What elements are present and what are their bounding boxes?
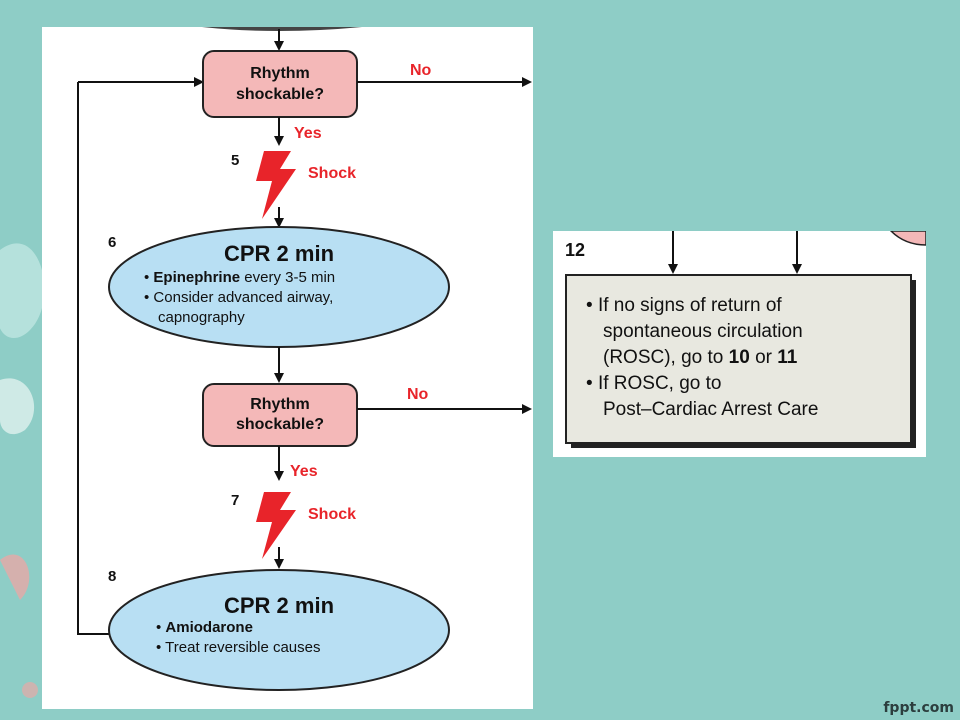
top-ellipse-fragment xyxy=(202,27,362,31)
step8-ellipse: CPR 2 min • Amiodarone • Treat reversibl… xyxy=(108,569,450,691)
step5-number: 5 xyxy=(231,152,239,169)
step8-bullet1: • Amiodarone xyxy=(156,619,253,636)
box12-number: 12 xyxy=(565,240,585,260)
decision-box-1: Rhythm shockable? xyxy=(202,50,358,118)
flowchart-svg: Rhythm shockable? No Yes 5 Shock 6 CPR 2… xyxy=(77,27,532,691)
corner-pink-shape xyxy=(889,230,927,246)
decision-box-2: Rhythm shockable? xyxy=(202,383,358,447)
left-flourish xyxy=(0,243,45,339)
decision2-line1: Rhythm xyxy=(250,396,310,413)
box12-bullet2-line1: • If ROSC, go to xyxy=(586,373,721,394)
watermark-text: fppt.com xyxy=(883,700,954,716)
decision1-yes-label: Yes xyxy=(294,125,322,142)
left-dot xyxy=(22,682,38,698)
lightning-bolt-icon xyxy=(256,151,296,219)
decision2-no-label: No xyxy=(407,386,429,403)
step6-ellipse: CPR 2 min • Epinephrine every 3-5 min • … xyxy=(108,226,450,348)
step6-bullet2-cont: capnography xyxy=(158,309,245,326)
box12-panel: 12 • If no signs of return of spontaneou… xyxy=(553,230,927,457)
lightning-bolt-icon xyxy=(256,492,296,559)
decision2-line2: shockable? xyxy=(236,416,324,433)
step7-number: 7 xyxy=(231,492,239,509)
box12-svg: 12 • If no signs of return of spontaneou… xyxy=(565,230,927,448)
decision1-line2: shockable? xyxy=(236,86,324,103)
decision1-line1: Rhythm xyxy=(250,65,310,82)
box12-bullet2-line2: Post–Cardiac Arrest Care xyxy=(603,399,818,420)
step6-bullet1: • Epinephrine every 3-5 min xyxy=(144,269,335,286)
step8-bullet2: • Treat reversible causes xyxy=(156,639,321,656)
left-flourish-3 xyxy=(0,554,30,600)
step8-title: CPR 2 min xyxy=(224,593,334,618)
loop-back-line xyxy=(77,82,160,635)
decision1-no-label: No xyxy=(410,62,432,79)
box12-bullet1-line1: • If no signs of return of xyxy=(586,295,782,316)
step6-bullet2: • Consider advanced airway, xyxy=(144,289,333,306)
step6-number: 6 xyxy=(108,234,116,251)
box12-body xyxy=(565,274,912,444)
step6-title: CPR 2 min xyxy=(224,241,334,266)
box12-bullet1-line3: (ROSC), go to 10 or 11 xyxy=(603,347,798,368)
step7-shock-label: Shock xyxy=(308,506,356,523)
decision2-yes-label: Yes xyxy=(290,463,318,480)
step8-number: 8 xyxy=(108,568,116,585)
left-flourish-2 xyxy=(0,378,35,435)
flowchart-panel: Rhythm shockable? No Yes 5 Shock 6 CPR 2… xyxy=(42,27,533,709)
box12-bullet1-line2: spontaneous circulation xyxy=(603,321,803,342)
step5-shock-label: Shock xyxy=(308,165,356,182)
